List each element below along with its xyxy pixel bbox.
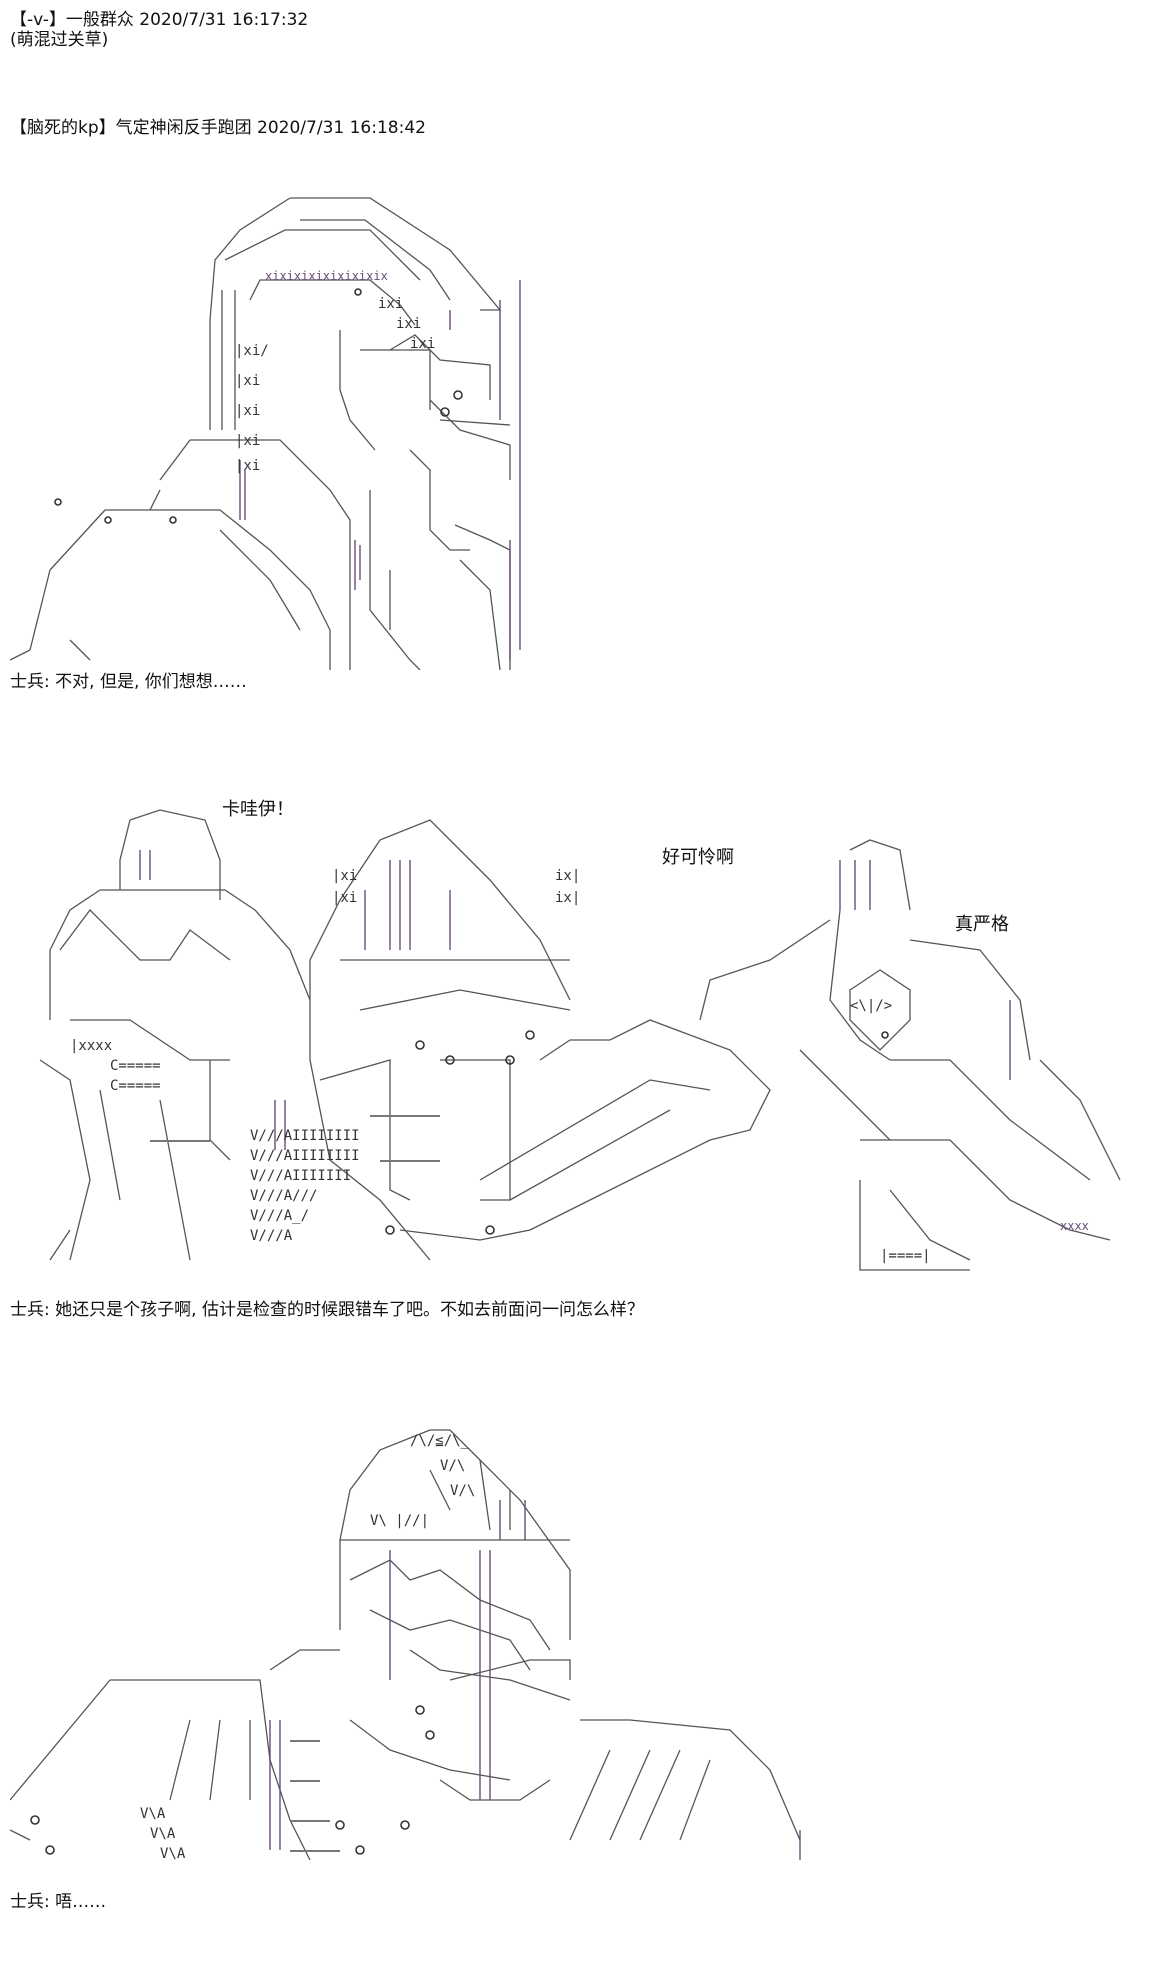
hand-pattern: xxxx <box>1060 1219 1089 1233</box>
svg-text:<\|/>: <\|/> <box>850 998 892 1014</box>
speech-bubble-right: 真严格 <box>955 914 1009 935</box>
dialogue-panel-1: 士兵: 不对, 但是, 你们想想…… <box>10 672 247 692</box>
svg-text:V///A: V///A <box>250 1228 293 1244</box>
post-note: (萌混过关草) <box>10 30 109 50</box>
svg-text:C=====: C===== <box>110 1058 161 1074</box>
helmet-pattern: xixixixixixixixix <box>265 269 388 283</box>
svg-text:V\A: V\A <box>150 1826 176 1842</box>
svg-text:ixi: ixi <box>396 316 421 332</box>
svg-text:V///A///: V///A/// <box>250 1188 317 1204</box>
svg-text:|xi: |xi <box>332 868 357 884</box>
svg-text:V/\: V/\ <box>450 1483 475 1499</box>
svg-text:C=====: C===== <box>110 1078 161 1094</box>
svg-text:ixi: ixi <box>410 336 435 352</box>
svg-text:ix|: ix| <box>555 890 580 906</box>
svg-text:|xi: |xi <box>332 890 357 906</box>
post-header-1: 【-v-】一般群众 2020/7/31 16:17:32 <box>10 10 309 30</box>
svg-text:/\/≦/\_: /\/≦/\_ <box>410 1433 470 1449</box>
svg-text:V/\: V/\ <box>440 1458 465 1474</box>
post-header-2: 【脑死的kp】气定神闲反手跑团 2020/7/31 16:18:42 <box>10 118 426 138</box>
svg-text:V\A: V\A <box>160 1846 186 1860</box>
dialogue-panel-2: 士兵: 她还只是个孩子啊, 估计是检查的时候跟错车了吧。不如去前面问一问怎么样？ <box>10 1300 644 1320</box>
ascii-art-panel-2: |xi |xi ix| ix| |xxxx V///AIIIIIIII V///… <box>10 760 1160 1280</box>
svg-text:|xi: |xi <box>235 433 260 449</box>
svg-text:|xi/: |xi/ <box>235 343 269 359</box>
ascii-art-panel-1: xixixixixixixixix |xi/ |xi |xi |xi |xi i… <box>10 190 650 670</box>
svg-text:V///AIIIIIIII: V///AIIIIIIII <box>250 1128 360 1144</box>
ascii-art-panel-3: /\/≦/\_ V/\ V/\ V\ |//| V\A V\A V\A <box>10 1420 810 1860</box>
svg-text:|xi: |xi <box>235 403 260 419</box>
svg-text:V\ |//|: V\ |//| <box>370 1513 429 1529</box>
svg-text:V\A: V\A <box>140 1806 166 1822</box>
speech-bubble-left: 卡哇伊！ <box>222 799 294 820</box>
svg-text:|====|: |====| <box>880 1248 931 1264</box>
svg-text:|xi: |xi <box>235 373 260 389</box>
svg-text:|xxxx: |xxxx <box>70 1038 112 1054</box>
svg-text:ix|: ix| <box>555 868 580 884</box>
svg-text:V///A_/: V///A_/ <box>250 1208 309 1224</box>
svg-text:ixi: ixi <box>378 296 403 312</box>
dialogue-panel-3: 士兵: 唔…… <box>10 1892 107 1912</box>
svg-text:V///AIIIIIII: V///AIIIIIII <box>250 1168 351 1184</box>
svg-text:V///AIIIIIIII: V///AIIIIIIII <box>250 1148 360 1164</box>
svg-text:|xi: |xi <box>235 458 260 474</box>
speech-bubble-middle: 好可怜啊 <box>662 847 734 868</box>
